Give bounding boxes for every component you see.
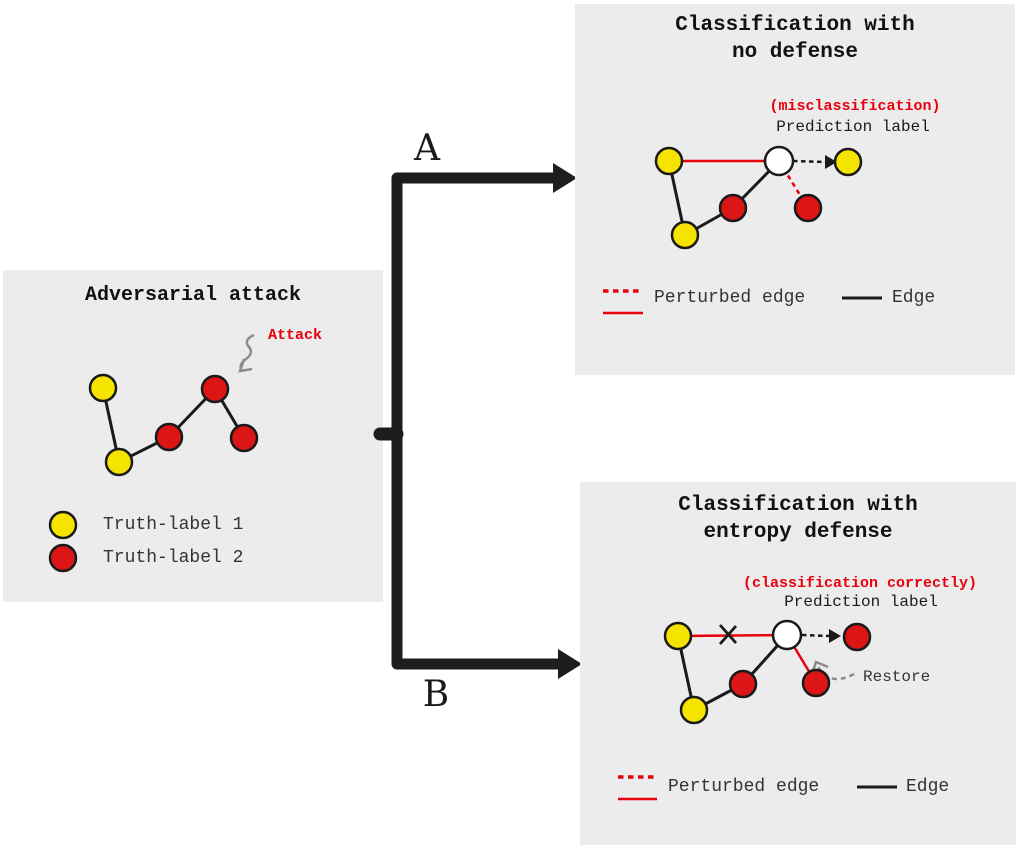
prediction-arrow (801, 633, 831, 638)
no-defense-panel: Classification with no defense (misclass… (575, 4, 1015, 375)
entropy-defense-panel: Classification with entropy defense (cla… (580, 482, 1016, 845)
node-predicted-yellow (833, 147, 863, 177)
node-red (793, 193, 823, 223)
x-mark-icon (718, 625, 738, 645)
arrowhead-a-icon (553, 163, 577, 193)
adversarial-attack-panel: Adversarial attack Attack Truth-label 1 … (3, 270, 383, 602)
restore-arrow (814, 662, 855, 681)
node-red (728, 669, 758, 699)
prediction-label: Prediction label (784, 593, 938, 611)
prediction-arrowhead-icon (829, 629, 841, 643)
no-defense-graph (603, 145, 882, 315)
correct-classification-note: (classification correctly) (742, 575, 978, 592)
branch-label-b: B (422, 674, 450, 715)
legend-edge-label: Edge (892, 288, 936, 308)
node-target-white (763, 145, 795, 177)
node-yellow (670, 220, 700, 250)
prediction-arrow (792, 159, 827, 164)
node-yellow (88, 373, 118, 403)
connector-bracket (391, 172, 558, 670)
truth-label-2: Truth-label 2 (103, 548, 244, 568)
legend-perturbed-label: Perturbed edge (668, 777, 820, 797)
node-red-attacked (200, 374, 230, 404)
node-target-white (771, 619, 803, 651)
legend-yellow-node-icon (48, 510, 78, 540)
panel-title-line2: entropy defense (703, 521, 893, 544)
node-red (718, 193, 748, 223)
panel-title-line1: Classification with (675, 14, 915, 37)
attack-label: Attack (268, 327, 323, 344)
node-red (154, 422, 184, 452)
panel-title: Adversarial attack (84, 284, 302, 307)
node-yellow (663, 621, 693, 651)
panel-title-line1: Classification with (678, 494, 918, 517)
node-yellow (654, 146, 684, 176)
node-yellow (104, 447, 134, 477)
arrowhead-b-icon (558, 649, 582, 679)
truth-label-1: Truth-label 1 (103, 515, 244, 535)
panel-title: Classification with no defense (575, 12, 1015, 66)
misclassification-note: (misclassification) (769, 98, 941, 115)
node-red-restored (801, 668, 831, 698)
node-red (229, 423, 259, 453)
panel-title-line2: no defense (731, 41, 859, 64)
panel-title: Classification with entropy defense (580, 492, 1016, 546)
node-yellow (679, 695, 709, 725)
attack-graph (48, 333, 259, 573)
legend-edge-label: Edge (906, 777, 950, 797)
prediction-arrowhead-icon (825, 155, 837, 169)
entropy-defense-graph (618, 619, 897, 801)
legend-red-node-icon (48, 543, 78, 573)
prediction-label: Prediction label (776, 118, 930, 136)
legend-perturbed-label: Perturbed edge (654, 288, 806, 308)
branch-label-a: A (414, 128, 440, 169)
attack-arrowhead-icon (238, 358, 253, 373)
node-predicted-red (842, 622, 872, 652)
perturbed-edge-blocked (677, 633, 788, 638)
restore-label: Restore (863, 668, 931, 686)
